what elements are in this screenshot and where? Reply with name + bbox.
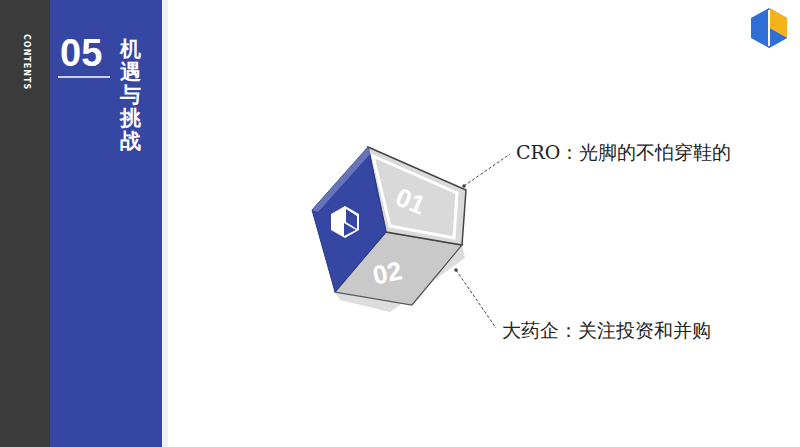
contents-label: CONTENTS xyxy=(22,34,31,90)
callout-text: CRO：光脚的不怕穿鞋的 xyxy=(516,140,731,166)
side-bar xyxy=(0,0,50,447)
callout-text: 大药企：关注投资和并购 xyxy=(502,318,711,344)
logo-icon xyxy=(751,8,787,48)
cube-illustration xyxy=(312,147,510,328)
panel-shadow xyxy=(162,0,168,447)
section-number: 05 xyxy=(60,32,102,75)
section-title: 机遇与挑战 xyxy=(120,38,141,153)
section-panel xyxy=(50,0,162,447)
face-number: 02 xyxy=(370,255,405,291)
number-underline xyxy=(58,76,110,78)
